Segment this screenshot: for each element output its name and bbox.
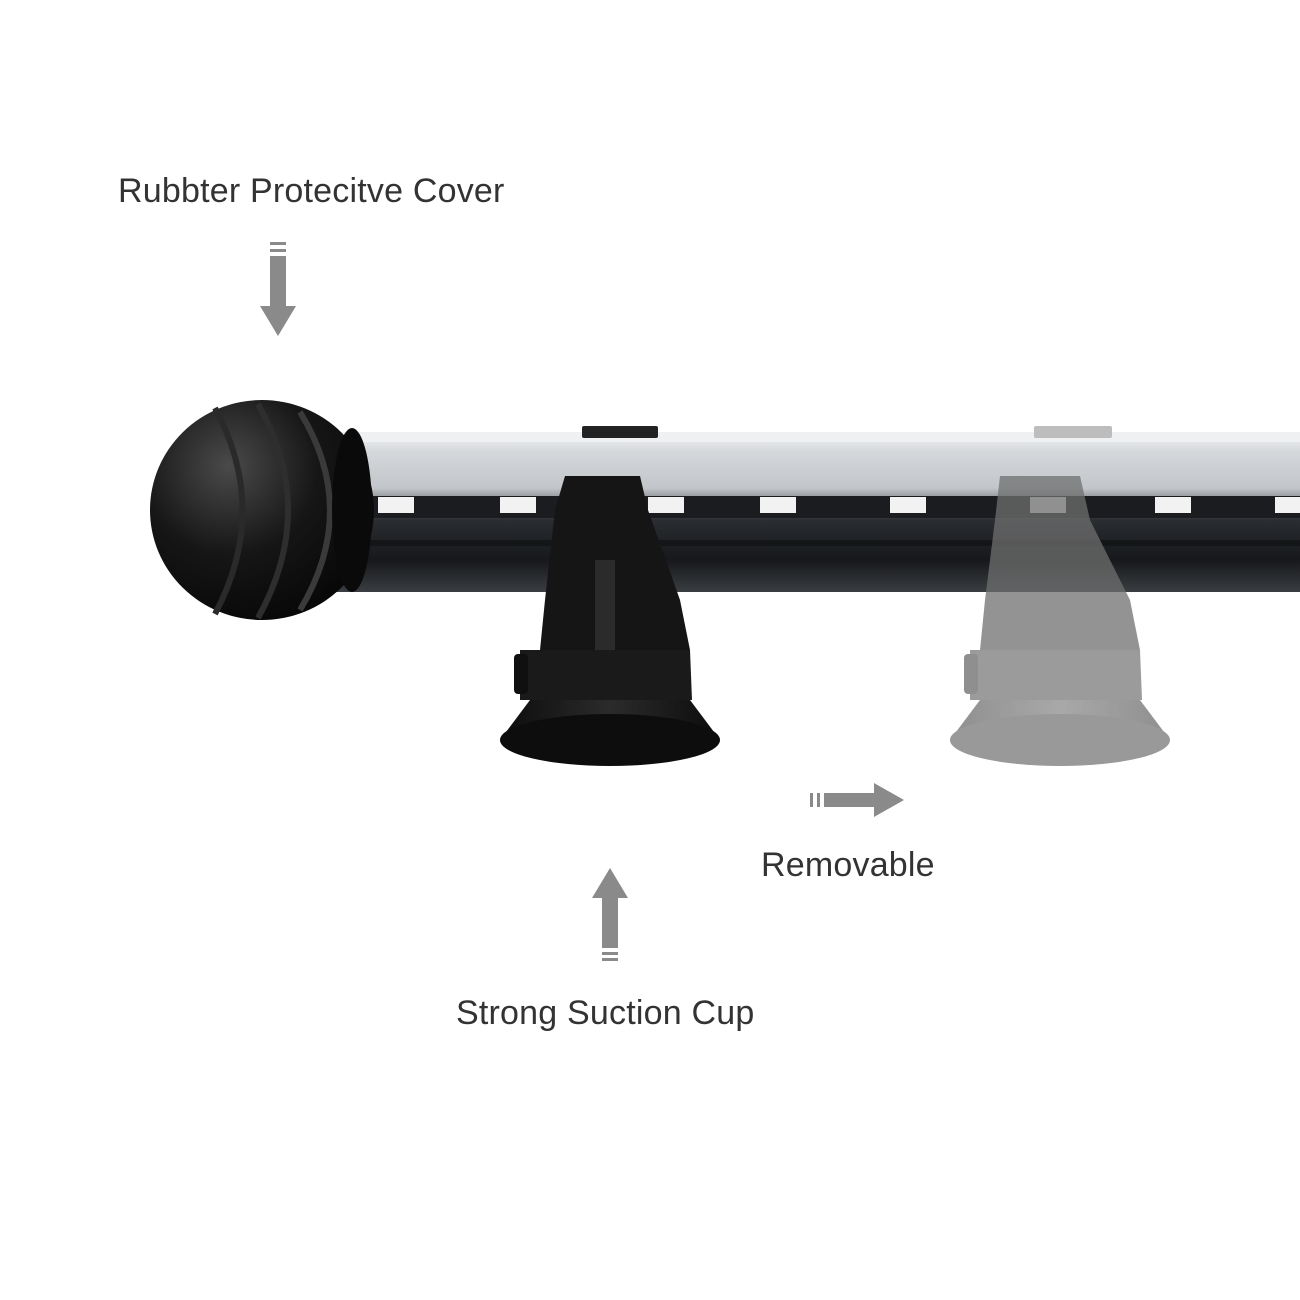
suction-cup-caption: Strong Suction Cup (456, 994, 755, 1032)
up-arrow-icon (592, 868, 628, 961)
cover-caption: Rubbter Protecitve Cover (118, 172, 505, 210)
removable-suction-cup-ghost (950, 476, 1170, 766)
right-arrow-icon (810, 783, 904, 817)
tube (330, 432, 1300, 592)
down-arrow-icon (260, 242, 296, 336)
rubber-end-cap (150, 400, 374, 620)
suction-cup-bracket (500, 476, 720, 766)
removable-caption: Removable (761, 846, 935, 884)
